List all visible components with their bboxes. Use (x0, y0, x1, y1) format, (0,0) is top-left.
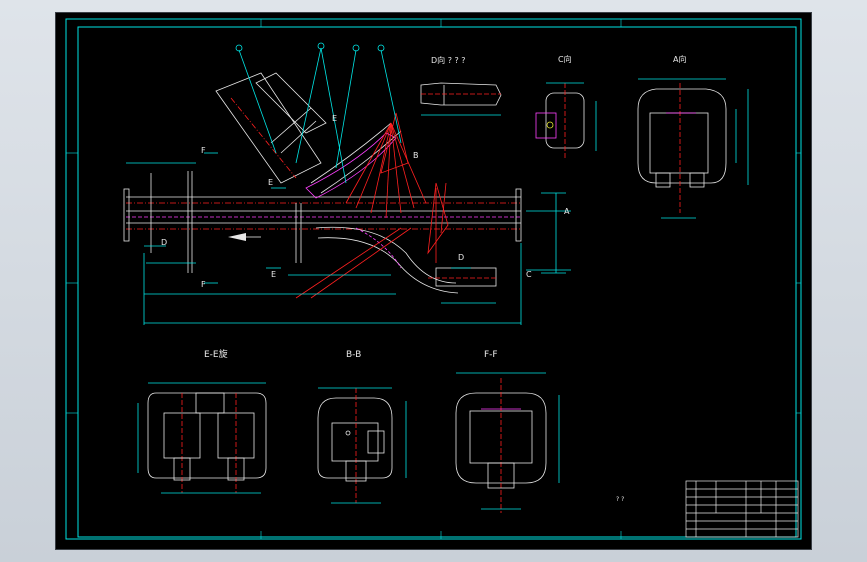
marker-b: B (413, 151, 419, 160)
title-block (685, 480, 799, 538)
border-ticks (66, 19, 801, 539)
drawing-sheet: A C D D E E E F F B D向 ? ? ? C向 A向 (65, 18, 802, 540)
marker-d-left: D (161, 238, 167, 247)
marker-f-low: F (201, 280, 206, 289)
view-d (420, 82, 502, 116)
cad-viewport[interactable]: A C D D E E E F F B D向 ? ? ? C向 A向 (55, 12, 812, 550)
view-a-label: A向 (673, 54, 686, 64)
marker-d-right: D (458, 253, 464, 262)
marker-e-top: E (332, 114, 337, 123)
view-bb-label: B-B (346, 350, 361, 360)
main-elevation (123, 42, 571, 325)
inner-frame (77, 26, 797, 538)
view-c (535, 82, 597, 158)
view-ff (455, 372, 560, 513)
marker-e-up: E (268, 178, 273, 187)
view-ff-label: F-F (484, 350, 498, 360)
scale-note: ? ? (616, 496, 624, 503)
marker-f-up: F (201, 146, 206, 155)
view-ee (137, 382, 267, 494)
view-c-label: C向 (558, 54, 572, 64)
marker-c: C (526, 270, 532, 279)
view-d-label: D向 ? ? ? (431, 55, 466, 65)
view-a (637, 78, 749, 219)
view-bb (317, 387, 407, 504)
view-ee-label: E-E旋 (204, 348, 228, 360)
marker-a: A (564, 207, 570, 216)
marker-e-low: E (271, 270, 276, 279)
outer-frame (65, 18, 802, 540)
